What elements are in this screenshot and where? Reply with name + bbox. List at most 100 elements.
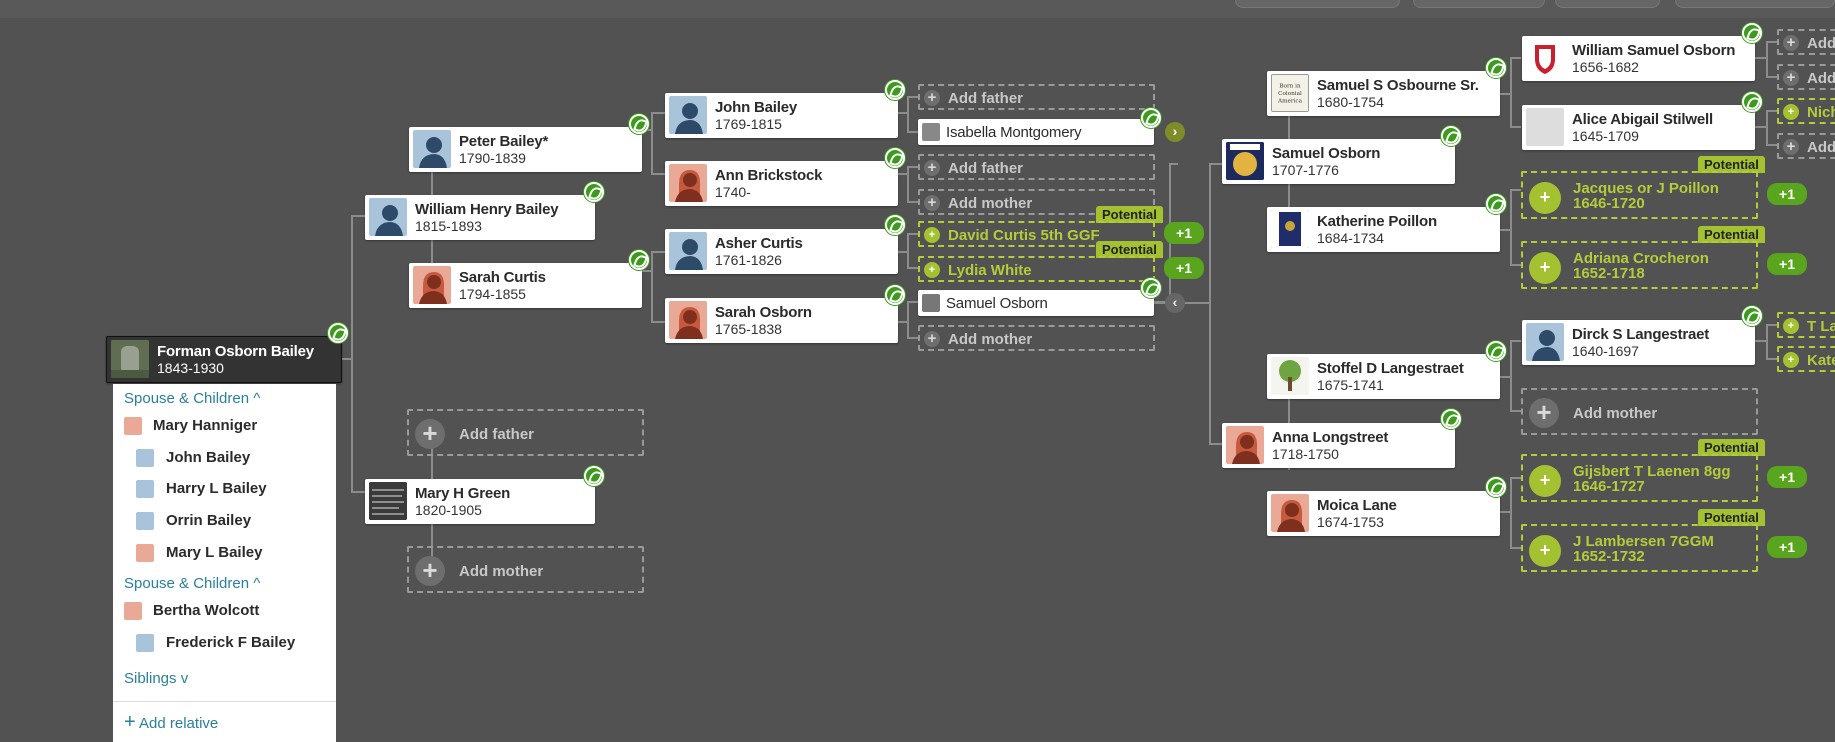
plus-icon: + <box>415 556 445 586</box>
hint-leaf-icon[interactable] <box>1486 477 1506 497</box>
hint-leaf-icon[interactable] <box>1486 341 1506 361</box>
hint-leaf-icon[interactable] <box>584 466 604 486</box>
male-avatar-icon <box>669 96 707 134</box>
new-jersey-seal-photo <box>1226 142 1264 180</box>
plus-icon: + <box>924 160 940 176</box>
person-dates: 1794-1855 <box>459 286 526 302</box>
document-photo <box>1526 108 1564 146</box>
chevron-right-icon[interactable]: › <box>1165 122 1185 142</box>
person-card-katherine-poillon[interactable]: Katherine Poillon 1684-1734 <box>1267 207 1500 252</box>
add-mother-button[interactable]: + Add mother <box>1521 388 1758 435</box>
add-father-button-partial[interactable]: + Add <box>1777 29 1835 55</box>
potential-badge: Potential <box>1698 156 1765 173</box>
siblings-toggle[interactable]: Siblings v <box>124 670 188 687</box>
add-father-button[interactable]: + Add father <box>918 154 1155 180</box>
add-mother-button-partial[interactable]: + Add <box>1777 64 1835 90</box>
potential-mother-lydia-white[interactable]: + Lydia White <box>918 256 1155 282</box>
hint-leaf-icon[interactable] <box>328 323 348 343</box>
hint-leaf-icon[interactable] <box>584 182 604 202</box>
person-card-william-samuel-osborn[interactable]: William Samuel Osborn 1656-1682 <box>1522 36 1755 81</box>
plus-icon: + <box>124 711 136 733</box>
potential-father-jacques-poillon[interactable]: + Jacques or J Poillon 1646-1720 <box>1521 171 1758 219</box>
person-name: Alice Abigail Stilwell <box>1572 111 1713 128</box>
person-dates: 1656-1682 <box>1572 59 1639 75</box>
add-mother-label: Add mother <box>1573 405 1658 422</box>
person-card-peter-bailey[interactable]: Peter Bailey* 1790-1839 <box>409 127 642 172</box>
hint-leaf-icon[interactable] <box>1141 278 1161 298</box>
person-card-stoffel-langestraet[interactable]: Stoffel D Langestraet 1675-1741 <box>1267 354 1500 399</box>
hint-leaf-icon[interactable] <box>885 148 905 168</box>
potential-partial-kate[interactable]: + Kate <box>1777 346 1835 372</box>
more-potentials-button[interactable]: +1 <box>1767 183 1807 205</box>
add-mother-button[interactable]: + Add mother <box>918 189 1155 215</box>
more-potentials-button[interactable]: +1 <box>1164 257 1204 279</box>
person-name: John Bailey <box>715 99 797 116</box>
spouse-children-toggle-1[interactable]: Spouse & Children ^ <box>124 390 260 407</box>
person-card-anna-longstreet[interactable]: Anna Longstreet 1718-1750 <box>1222 423 1455 468</box>
hint-leaf-icon[interactable] <box>885 80 905 100</box>
person-card-sarah-osborn[interactable]: Sarah Osborn 1765-1838 <box>665 298 898 343</box>
hint-leaf-icon[interactable] <box>1141 108 1161 128</box>
hint-leaf-icon[interactable] <box>1742 92 1762 112</box>
potential-mother-adriana-crocheron[interactable]: + Adriana Crocheron 1652-1718 <box>1521 241 1758 289</box>
hint-leaf-icon[interactable] <box>1441 126 1461 146</box>
add-mother-button[interactable]: + Add mother <box>407 546 644 593</box>
person-card-william-henry-bailey[interactable]: William Henry Bailey 1815-1893 <box>365 195 595 240</box>
hint-leaf-icon[interactable] <box>629 250 649 270</box>
child-name[interactable]: Harry L Bailey <box>166 480 267 497</box>
person-card-asher-curtis[interactable]: Asher Curtis 1761-1826 <box>665 229 898 274</box>
add-mother-button[interactable]: + Add mother <box>918 325 1155 351</box>
child-name[interactable]: Frederick F Bailey <box>166 634 296 651</box>
document-photo <box>922 294 940 312</box>
person-name: Peter Bailey* <box>459 133 549 150</box>
person-card-samuel-osborn[interactable]: Samuel Osborn 1707-1776 <box>1222 139 1455 184</box>
add-mother-button-partial[interactable]: + Add <box>1777 133 1835 159</box>
hint-leaf-icon[interactable] <box>885 285 905 305</box>
coat-of-arms-photo <box>1526 39 1564 77</box>
person-card-sarah-curtis[interactable]: Sarah Curtis 1794-1855 <box>409 263 642 308</box>
potential-partial-nich[interactable]: + Nich <box>1777 98 1835 124</box>
person-dates: 1640-1697 <box>1572 343 1639 359</box>
add-father-button[interactable]: + Add father <box>918 84 1155 110</box>
person-card-dirck-langestraet[interactable]: Dirck S Langestraet 1640-1697 <box>1522 320 1755 365</box>
potential-dates: 1646-1727 <box>1573 478 1645 495</box>
hint-leaf-icon[interactable] <box>1486 194 1506 214</box>
chevron-left-icon[interactable]: ‹ <box>1165 293 1185 313</box>
potential-mother-j-lambersen[interactable]: + J Lambersen 7GGM 1652-1732 <box>1521 524 1758 572</box>
more-potentials-button[interactable]: +1 <box>1767 253 1807 275</box>
focus-person-card[interactable]: Forman Osborn Bailey 1843-1930 <box>106 336 342 383</box>
spouse-name[interactable]: Bertha Wolcott <box>153 602 260 619</box>
person-card-mary-h-green[interactable]: Mary H Green 1820-1905 <box>365 479 595 524</box>
child-name[interactable]: Mary L Bailey <box>166 544 263 561</box>
more-potentials-button[interactable]: +1 <box>1164 222 1204 244</box>
potential-dates: 1652-1732 <box>1573 548 1645 565</box>
hint-leaf-icon[interactable] <box>1441 409 1461 429</box>
more-potentials-button[interactable]: +1 <box>1767 466 1807 488</box>
add-relative-button[interactable]: + Add relative <box>124 712 218 732</box>
potential-person-icon: + <box>1783 318 1799 334</box>
hint-leaf-icon[interactable] <box>1742 306 1762 326</box>
person-card-john-bailey[interactable]: John Bailey 1769-1815 <box>665 93 898 138</box>
person-card-samuel-osborn-small[interactable]: Samuel Osborn <box>918 290 1154 316</box>
hint-leaf-icon[interactable] <box>885 215 905 235</box>
spouse-name[interactable]: Mary Hanniger <box>153 417 258 434</box>
potential-father-david-curtis[interactable]: + David Curtis 5th GGF <box>918 221 1155 247</box>
more-potentials-button[interactable]: +1 <box>1767 536 1807 558</box>
potential-name: Nich <box>1807 104 1835 121</box>
person-card-alice-abigail-stilwell[interactable]: Alice Abigail Stilwell 1645-1709 <box>1522 105 1755 150</box>
spouse-children-toggle-2[interactable]: Spouse & Children ^ <box>124 575 260 592</box>
person-name: Asher Curtis <box>715 235 803 252</box>
potential-partial-tla[interactable]: + T La <box>1777 312 1835 338</box>
person-card-ann-brickstock[interactable]: Ann Brickstock 1740- <box>665 161 898 206</box>
hint-leaf-icon[interactable] <box>1742 23 1762 43</box>
hint-leaf-icon[interactable] <box>1486 58 1506 78</box>
add-father-button[interactable]: + Add father <box>407 409 644 456</box>
person-name: Stoffel D Langestraet <box>1317 360 1464 377</box>
potential-father-gijsbert-laenen[interactable]: + Gijsbert T Laenen 8gg 1646-1727 <box>1521 454 1758 502</box>
person-card-isabella-montgomery[interactable]: Isabella Montgomery <box>918 119 1154 145</box>
hint-leaf-icon[interactable] <box>629 114 649 134</box>
child-name[interactable]: Orrin Bailey <box>166 512 252 529</box>
child-name[interactable]: John Bailey <box>166 449 251 466</box>
person-card-moica-lane[interactable]: Moica Lane 1674-1753 <box>1267 491 1500 536</box>
